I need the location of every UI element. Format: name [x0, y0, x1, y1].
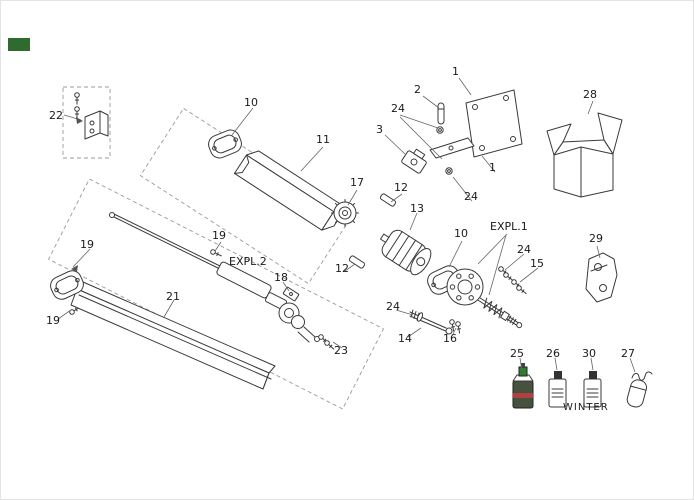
expl2-label: EXPL.2 [229, 255, 267, 268]
key-12-upper [379, 193, 397, 207]
part-label-21: 21 [166, 290, 180, 303]
bar-1b [429, 137, 475, 159]
brand-mark [8, 38, 30, 51]
coupler-17 [331, 199, 359, 227]
part-label-11: 11 [316, 133, 330, 146]
spray-can-25 [512, 363, 534, 409]
part-label-13: 13 [410, 202, 424, 215]
part-label-29: 29 [589, 232, 603, 245]
screws-15 [510, 278, 529, 297]
bracket-3 [401, 148, 427, 174]
part-label-18: 18 [274, 271, 288, 284]
part-label-24-a: 24 [391, 102, 405, 115]
part-label-24-d: 24 [386, 300, 400, 313]
capacitor-27 [626, 371, 653, 408]
part-label-12-a: 12 [394, 181, 408, 194]
part-label-19-a: 19 [212, 229, 226, 242]
part-label-14: 14 [398, 332, 412, 345]
leader-lines [57, 77, 636, 373]
part-label-3: 3 [376, 123, 383, 136]
shaft-spring-expl1 [477, 297, 523, 329]
nut-24-mid [445, 167, 453, 175]
nut-24-top [436, 126, 444, 134]
rod-14 [409, 309, 453, 335]
gasket-10-top [205, 126, 245, 162]
part-label-19-c: 19 [46, 314, 60, 327]
flange-expl1 [446, 268, 484, 306]
part-label-24-c: 24 [517, 243, 531, 256]
expl1-label: EXPL.1 [490, 220, 528, 233]
part-label-27: 27 [621, 347, 635, 360]
plate-1 [465, 89, 523, 158]
plate-18 [282, 286, 300, 302]
key-12-lower [348, 255, 366, 269]
part-label-30: 30 [582, 347, 596, 360]
square-tube-11 [233, 150, 347, 231]
bottle-30 [583, 371, 602, 408]
pin-2 [437, 102, 445, 125]
release-bracket-29 [585, 252, 618, 303]
actuator-expl2 [109, 212, 320, 343]
part-label-2: 2 [414, 83, 421, 96]
bottle-26 [548, 371, 567, 408]
part-label-17: 17 [350, 176, 364, 189]
part-label-24-b: 24 [464, 190, 478, 203]
part-label-1-a: 1 [452, 65, 459, 78]
screw-19-upper [209, 248, 224, 259]
part-label-25: 25 [510, 347, 524, 360]
motor-13 [380, 229, 432, 276]
part-label-15: 15 [530, 257, 544, 270]
part-label-10-a: 10 [244, 96, 258, 109]
part-label-22: 22 [49, 109, 63, 122]
part-label-10-b: 10 [454, 227, 468, 240]
part-label-1-b: 1 [489, 161, 496, 174]
part-label-12-b: 12 [335, 262, 349, 275]
wall-bracket-22 [62, 86, 111, 159]
part-label-23: 23 [334, 344, 348, 357]
carton-28 [546, 112, 623, 198]
part-label-26: 26 [546, 347, 560, 360]
part-label-28: 28 [583, 88, 597, 101]
part-label-19-b: 19 [80, 238, 94, 251]
winter-label: WINTER [563, 402, 609, 413]
part-label-16: 16 [443, 332, 457, 345]
